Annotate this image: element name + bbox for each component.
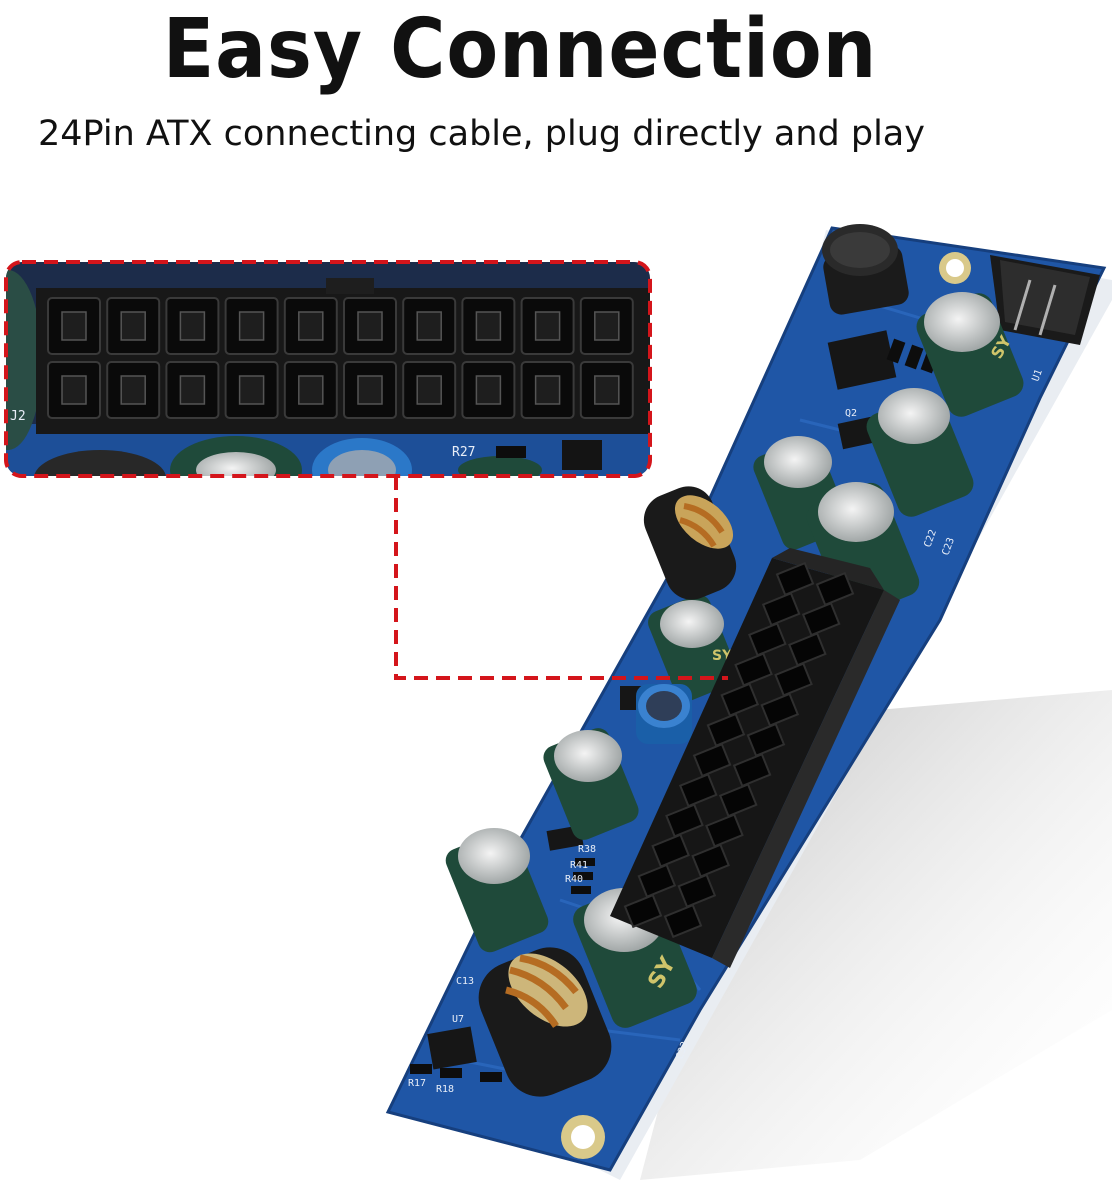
inset-dashed-frame bbox=[4, 260, 652, 478]
silk-u7: U7 bbox=[452, 1014, 464, 1025]
board-pin-socket bbox=[637, 863, 677, 898]
silk-r17: R17 bbox=[408, 1078, 426, 1089]
board-pin-socket bbox=[677, 873, 717, 908]
capacitor: SY bbox=[648, 594, 738, 702]
board-pin-socket bbox=[651, 833, 690, 868]
board-pin-socket bbox=[815, 571, 855, 607]
inductor-coil bbox=[478, 947, 612, 1097]
board-pin-socket bbox=[760, 692, 800, 727]
inset-pin-hole bbox=[120, 375, 146, 405]
inset-pin-hole bbox=[238, 311, 265, 341]
inset-label-r27: R27 bbox=[452, 445, 475, 460]
page-subtitle: 24Pin ATX connecting cable, plug directl… bbox=[38, 114, 925, 154]
board-pin-socket bbox=[788, 632, 827, 667]
inset-pin-hole bbox=[298, 311, 324, 341]
capacitor: SY bbox=[916, 292, 1024, 417]
silk-r41: R41 bbox=[570, 860, 588, 871]
board-pin-socket bbox=[732, 752, 772, 788]
inset-pin-hole bbox=[534, 311, 561, 341]
inset-pin-hole bbox=[120, 311, 146, 341]
silk-r40: R40 bbox=[565, 874, 583, 885]
fan-header bbox=[990, 255, 1100, 345]
silk-u1: U1 bbox=[1030, 368, 1044, 383]
board-pin-socket bbox=[746, 722, 786, 758]
board-pin-socket bbox=[665, 803, 704, 838]
board-pin-socket bbox=[801, 602, 841, 637]
board-pin-socket bbox=[691, 843, 730, 878]
capacitor bbox=[866, 388, 974, 517]
board-pin-socket bbox=[774, 662, 813, 697]
inset-pin-hole bbox=[61, 311, 87, 341]
board-pin-socket bbox=[720, 682, 760, 717]
board-pin-socket bbox=[748, 622, 787, 657]
board-pin-socket bbox=[678, 773, 718, 808]
capacitors: SY SY SY bbox=[445, 292, 1024, 1028]
inset-pin-hole bbox=[475, 375, 502, 405]
silk-c13: C13 bbox=[456, 976, 474, 987]
board-pin-socket bbox=[761, 592, 801, 627]
silk-q2: Q2 bbox=[845, 408, 857, 419]
zoom-inset: R27 J2 bbox=[4, 260, 652, 478]
silk-r38: R38 bbox=[578, 844, 596, 855]
inset-pin-hole bbox=[179, 375, 206, 405]
board-pin-socket bbox=[705, 813, 744, 848]
inset-pin-hole bbox=[475, 311, 502, 341]
inset-pin-hole bbox=[179, 311, 206, 341]
capacitor bbox=[543, 728, 639, 840]
inset-pin-hole bbox=[416, 311, 442, 341]
ic-chip-1 bbox=[827, 330, 897, 390]
board-pin-socket bbox=[623, 893, 663, 929]
top-inductor bbox=[822, 224, 909, 315]
silk-r18: R18 bbox=[436, 1084, 454, 1095]
inset-pin-hole bbox=[238, 375, 265, 405]
inset-pin-hole bbox=[594, 375, 620, 405]
blue-capacitor bbox=[636, 684, 692, 744]
board-connector-pins bbox=[623, 561, 855, 939]
inset-pin-hole bbox=[534, 375, 561, 405]
inset-connector-pins bbox=[47, 297, 634, 419]
inset-pin-hole bbox=[416, 375, 442, 405]
board-pin-socket bbox=[734, 652, 773, 687]
board-pin-socket bbox=[718, 783, 758, 818]
board-pin-socket bbox=[706, 712, 746, 748]
page-title: Easy Connection bbox=[162, 2, 878, 97]
inductor-coil bbox=[643, 486, 737, 600]
inset-pin-hole bbox=[298, 375, 324, 405]
capacitor bbox=[445, 828, 549, 953]
board-pin-socket bbox=[775, 561, 815, 597]
dashed-pointer-line bbox=[394, 476, 728, 680]
inset-pin-hole bbox=[61, 375, 87, 405]
board-atx-connector bbox=[610, 548, 900, 968]
ic-chip-3 bbox=[427, 1026, 477, 1070]
board-pin-socket bbox=[692, 742, 732, 778]
board-pin-socket bbox=[663, 903, 703, 939]
inset-pin-hole bbox=[357, 311, 383, 341]
inset-label-j2: J2 bbox=[10, 409, 26, 424]
inset-pin-hole bbox=[357, 375, 383, 405]
inset-pin-hole bbox=[594, 311, 620, 341]
